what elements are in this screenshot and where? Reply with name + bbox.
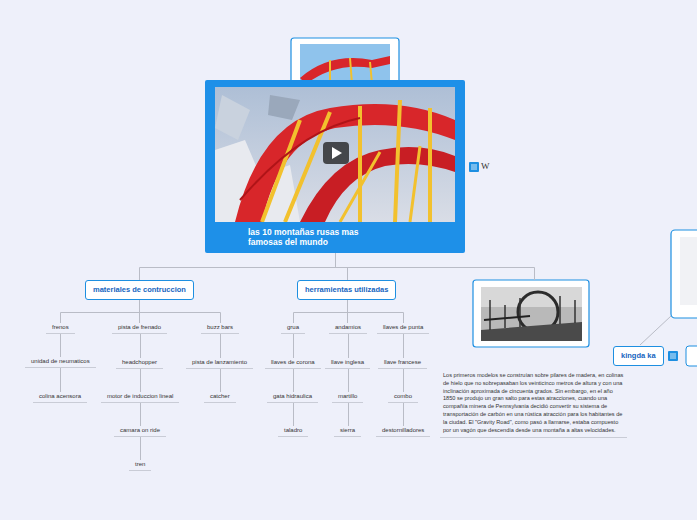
connector: [60, 334, 61, 357]
connector: [403, 369, 404, 392]
connector: [220, 369, 221, 392]
topic-box: materiales de contruccion: [85, 280, 194, 300]
topic-text: sierra: [340, 427, 355, 434]
subtopic-item: pista de lanzamiento: [186, 358, 253, 369]
topic-text: llaves de punta: [383, 324, 423, 331]
topic-text: combo: [394, 393, 412, 400]
connector: [140, 334, 141, 358]
connector: [348, 369, 349, 392]
subtopic-item: camara on ride: [114, 426, 166, 437]
subtopic-item: frenos: [46, 323, 75, 334]
connector: [348, 403, 349, 426]
connector: [403, 334, 404, 358]
topic-text: destornilladores: [382, 427, 424, 434]
connector: [293, 334, 294, 358]
connector: [348, 334, 349, 358]
topic-text: unidad de neumaticos: [31, 358, 90, 365]
connector: [293, 369, 294, 392]
subtopic-item: tren: [129, 460, 151, 471]
topic-text: headchopper: [122, 359, 157, 366]
topic-text: martillo: [338, 393, 357, 400]
topic-text: llave inglesa: [331, 359, 364, 366]
history-image-box: [473, 280, 589, 347]
topic-text: llaves de corona: [271, 359, 315, 366]
connector: [294, 300, 348, 323]
connector: [140, 253, 336, 280]
topic-text: tren: [135, 461, 145, 468]
main-topic-panel: [205, 80, 465, 253]
topic-text: herramientas utilizadas: [305, 285, 388, 295]
connector: [293, 403, 294, 426]
topic-text: materiales de contruccion: [93, 285, 186, 295]
connector: [403, 403, 404, 426]
topic-box: herramientas utilizadas: [297, 280, 396, 300]
subtopic-item: llave francese: [378, 358, 427, 369]
connector: [140, 403, 141, 426]
topic-text: pista de frenado: [118, 324, 161, 331]
connector: [60, 368, 61, 392]
topic-text: catcher: [210, 393, 230, 400]
subtopic-item: llave inglesa: [325, 358, 370, 369]
central-topic: las 10 montañas rusas mas famosas del mu…: [205, 80, 465, 253]
subtopic-item: destornilladores: [376, 426, 430, 437]
topic-text: grua: [287, 324, 299, 331]
subtopic-item: taladro: [278, 426, 308, 437]
connector: [140, 369, 141, 392]
subtopic-item: pista de frenado: [112, 323, 167, 334]
connector: [140, 300, 221, 323]
connector: [336, 253, 535, 280]
note-topic: Los primeros modelos se construían sobre…: [440, 280, 627, 438]
topic-text: pista de lanzamiento: [192, 359, 247, 366]
topic-text: colina acensora: [39, 393, 81, 400]
connector: [61, 300, 140, 323]
connector: [336, 253, 348, 280]
topic-text: Los primeros modelos se construían sobre…: [443, 372, 625, 434]
topic-box: kingda ka: [613, 346, 664, 366]
wiki-mark: W: [481, 161, 490, 171]
connector: [348, 300, 404, 323]
subtopic-item: gata hidraulica: [267, 392, 318, 403]
topic-text: frenos: [52, 324, 69, 331]
topic-text: kingda ka: [621, 351, 656, 361]
connector: [220, 334, 221, 358]
subtopic-item: grua: [281, 323, 305, 334]
subtopic-item: sierra: [334, 426, 361, 437]
subtopic-item: martillo: [332, 392, 363, 403]
subtopic-item: llaves de punta: [377, 323, 429, 334]
subtopic-item: combo: [388, 392, 418, 403]
subtopic-item: headchopper: [116, 358, 163, 369]
topic-text: gata hidraulica: [273, 393, 312, 400]
subtopic-item: llaves de corona: [265, 358, 321, 369]
subtopic-item: andamios: [329, 323, 367, 334]
subtopic-item: catcher: [204, 392, 236, 403]
topic-text: andamios: [335, 324, 361, 331]
subtopic-item: unidad de neumaticos: [25, 357, 96, 368]
topic-text: camara on ride: [120, 427, 160, 434]
subtopic-item: motor de induccion lineal: [101, 392, 179, 403]
topic-text: llave francese: [384, 359, 421, 366]
note-icon: [469, 162, 479, 172]
topic-text: las 10 montañas rusas mas famosas del mu…: [248, 227, 395, 247]
topic-text: buzz bars: [207, 324, 233, 331]
topic-text: motor de induccion lineal: [107, 393, 173, 400]
subtopic-item: colina acensora: [33, 392, 87, 403]
subtopic-item: buzz bars: [201, 323, 239, 334]
connector: [140, 437, 141, 460]
topic-text: taladro: [284, 427, 302, 434]
